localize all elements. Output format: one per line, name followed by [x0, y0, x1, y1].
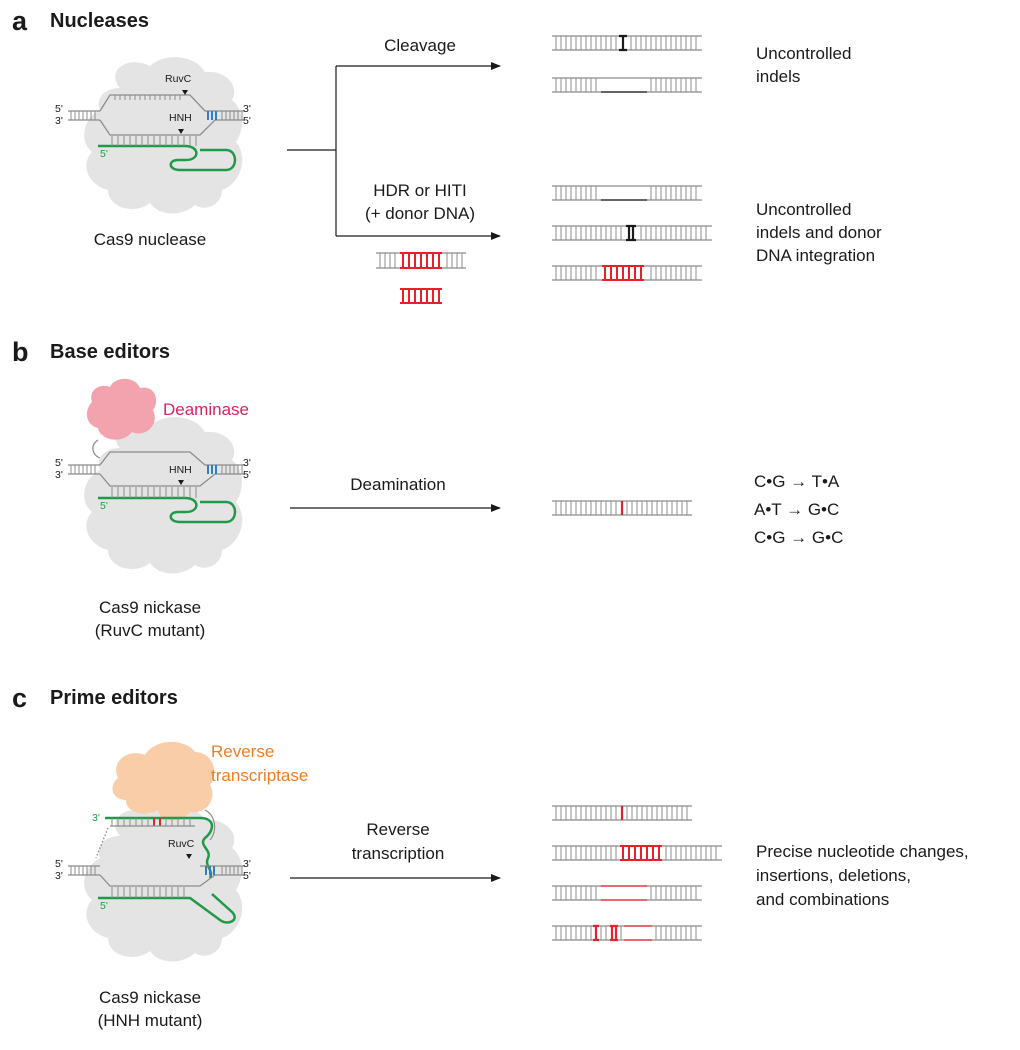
hnh-label-a: HNH [169, 112, 192, 124]
hnh-cleavage-marker [178, 129, 184, 134]
panel-letter-c: c [12, 683, 28, 713]
end-label-5prime-left-c: 5' [55, 858, 63, 870]
outcome-bottom-line-1: Uncontrolled [756, 200, 852, 219]
base-edit-outcome-2: A•T → G•C [754, 500, 840, 519]
dna-bottom-strand-a [99, 119, 245, 136]
pegrna-3prime-label: 3' [92, 812, 100, 824]
prime-outcome-line-1: Precise nucleotide changes, [756, 842, 969, 861]
pegrna-extension [105, 816, 214, 879]
reverse-transcriptase-protein [112, 741, 215, 821]
outcome-deletion [552, 77, 702, 93]
end-label-5prime-right-c: 5' [243, 870, 251, 882]
end-label-3prime-left-c: 3' [55, 870, 63, 882]
cleavage-label: Cleavage [384, 36, 456, 55]
dna-bottom-strand-c [99, 874, 245, 887]
donor-dna-fragment [400, 288, 442, 304]
ruvc-label-c: RuvC [168, 838, 195, 850]
end-label-3prime-right-b: 3' [243, 457, 251, 469]
outcome-base-edit [552, 500, 692, 516]
donor-dna-with-arms [376, 252, 466, 269]
deamination-label: Deamination [350, 475, 446, 494]
outcome-point-edit [552, 805, 692, 821]
prime-outcome-line-3: and combinations [756, 890, 890, 909]
rna-dna-pairs-a [111, 136, 197, 146]
end-label-3prime-right-a: 3' [243, 103, 251, 115]
outcome-insertion [552, 224, 712, 242]
ruvc-cleavage-marker [182, 90, 188, 95]
deaminase-label: Deaminase [163, 400, 249, 419]
panel-title-a: Nucleases [50, 10, 149, 32]
cas9-nickase-label-c-2: (HNH mutant) [97, 1011, 203, 1030]
deaminase-protein [86, 378, 157, 440]
end-label-5prime-left-a: 5' [55, 103, 63, 115]
dna-bottom-strand-b [99, 473, 245, 487]
dna-top-strand-a [99, 94, 245, 112]
outcome-insertion-c [552, 845, 722, 861]
end-label-3prime-right-c: 3' [243, 858, 251, 870]
prime-editor-complex [68, 741, 245, 962]
base-editor-complex [68, 378, 245, 574]
deaminase-linker [92, 439, 101, 459]
nontarget-strand-bases-a [114, 95, 181, 100]
rt-label-2: transcriptase [211, 766, 309, 785]
panel-title-c: Prime editors [50, 687, 178, 709]
cas9-nickase-label-b-1: Cas9 nickase [98, 598, 202, 617]
cas9-nickase-label-b-2: (RuvC mutant) [94, 621, 206, 640]
outcome-top-line-1: Uncontrolled [756, 44, 852, 63]
outcome-bottom-line-2: indels and donor [756, 223, 882, 242]
ruvc-label-a: RuvC [165, 73, 192, 85]
panel-letter-b: b [12, 337, 29, 367]
base-edit-outcome-1: C•G → T•A [754, 472, 840, 491]
transcription-label: transcription [351, 844, 445, 863]
panel-title-b: Base editors [50, 341, 171, 363]
prime-outcome-line-2: insertions, deletions, [756, 866, 911, 885]
guide-rna-a [98, 144, 237, 172]
donor-dna-label: (+ donor DNA) [364, 204, 476, 223]
cas9-nickase-label-c-1: Cas9 nickase [98, 988, 202, 1007]
hnh-label-b: HNH [169, 464, 192, 476]
rt-linker [204, 809, 216, 841]
outcome-deletion-2 [552, 185, 702, 201]
cas9-nuclease-complex [68, 57, 245, 214]
end-label-5prime-right-b: 5' [243, 469, 251, 481]
cas9-nuclease-label: Cas9 nuclease [93, 230, 207, 249]
panel-letter-a: a [12, 6, 28, 36]
guide-5prime-label-b: 5' [100, 500, 108, 512]
donor-dna [376, 252, 466, 304]
rt-label-1: Reverse [211, 742, 275, 761]
end-label-3prime-left-a: 3' [55, 115, 63, 127]
branch-arrows-a [287, 62, 501, 240]
reverse-label: Reverse [366, 820, 430, 839]
outcome-bottom-line-3: DNA integration [756, 246, 876, 265]
guide-rna-c [98, 893, 236, 924]
dna-rungs-left-a [70, 111, 96, 120]
outcome-donor-integration [552, 265, 702, 281]
ruvc-nick-marker-c [186, 854, 192, 859]
outcomes-c [552, 805, 722, 942]
outcome-top-line-2: indels [756, 67, 801, 86]
hnh-nick-marker-b [178, 480, 184, 485]
end-label-3prime-left-b: 3' [55, 469, 63, 481]
hdr-hiti-label: HDR or HITI [373, 181, 467, 200]
outcomes-a [552, 34, 712, 281]
outcome-deletion-c [552, 885, 702, 901]
outcome-combination [552, 924, 702, 942]
guide-5prime-label-c: 5' [100, 900, 108, 912]
outcome-dsb [552, 34, 702, 52]
guide-5prime-label-a: 5' [100, 148, 108, 160]
guide-rna-b [98, 496, 237, 524]
end-label-5prime-left-b: 5' [55, 457, 63, 469]
base-edit-outcome-3: C•G → G•C [754, 528, 844, 547]
dna-rungs-right-a [207, 111, 243, 120]
cas9-protein-b [84, 417, 243, 574]
dna-top-strand-b [99, 451, 245, 466]
end-label-5prime-right-a: 5' [243, 115, 251, 127]
